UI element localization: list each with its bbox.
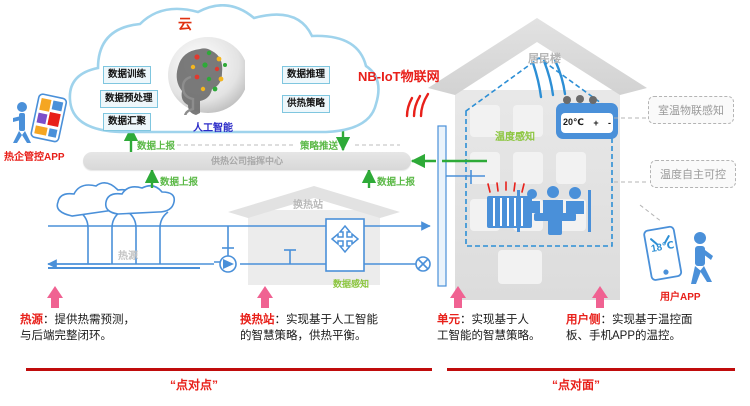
bottom-callout-heat-source: 热源：提供热需预测， 与后端完整闭环。	[20, 312, 135, 344]
callout-temp-self-control: 温度自主可控	[650, 160, 736, 188]
heat-exchanger-icon	[325, 218, 365, 272]
left-app-illustration	[13, 93, 68, 143]
cloud-title: 云	[178, 16, 193, 32]
radiator-icon	[487, 181, 532, 228]
callout-line-1: 单元：实现基于人	[437, 312, 541, 328]
callout-line-1: 换热站：实现基于人工智能	[240, 312, 378, 328]
callout-sep: ：	[43, 314, 55, 326]
thermostat-value: 20℃	[563, 117, 584, 127]
callout-line-2: 板、手机APP的温控。	[566, 330, 682, 342]
thermostat-panel-icon	[556, 95, 618, 139]
node-data-preprocessing[interactable]: 数据预处理	[100, 90, 158, 108]
callout-line-1: 用户侧：实现基于温控面	[566, 312, 693, 328]
people-icon	[517, 186, 591, 235]
callout-leader-lines	[614, 117, 663, 223]
bottom-callout-unit: 单元：实现基于人 工智能的智慧策略。	[437, 312, 541, 344]
callout-sep: ：	[600, 314, 613, 326]
residential-building-label: 居民楼	[528, 53, 561, 65]
heat-station-label: 换热站	[293, 200, 323, 211]
wireless-waves-icon	[531, 58, 567, 99]
callout-line-1: 热源：提供热需预测，	[20, 312, 135, 328]
command-center-bar[interactable]: 供热公司指挥中心	[83, 152, 411, 170]
flow-label-temperature-sense: 温度感知	[495, 132, 535, 143]
callout-text: 实现基于人工智能	[286, 314, 378, 326]
flow-label-policy-push: 策略推送	[300, 141, 339, 152]
bottom-callout-user-side: 用户侧：实现基于温控面 板、手机APP的温控。	[566, 312, 693, 344]
callout-pointer-arrows	[47, 286, 608, 308]
node-data-aggregation[interactable]: 数据汇聚	[103, 113, 152, 131]
nbiot-label: NB-IoT物联网	[358, 69, 440, 84]
callout-sep: ：	[460, 314, 472, 326]
callout-title: 用户侧	[566, 314, 601, 326]
node-data-training[interactable]: 数据训练	[103, 66, 152, 84]
callout-line-2: 工智能的智慧策略。	[437, 330, 541, 342]
callout-sep: ：	[274, 314, 287, 326]
callout-title: 热源	[20, 314, 43, 326]
node-data-inference[interactable]: 数据推理	[282, 66, 331, 84]
thermostat-readout[interactable]: 20℃ + -	[563, 117, 611, 128]
callout-indoor-temp-sensing: 室温物联感知	[648, 96, 734, 124]
heat-source-label: 热源	[118, 251, 138, 262]
flow-label-data-sense: 数据感知	[333, 279, 370, 289]
summary-rule-point-to-area	[447, 368, 735, 371]
thermostat-plus-button[interactable]: +	[593, 117, 599, 128]
summary-label-point-to-point: “点对点”	[170, 378, 219, 392]
callout-text: 实现基于人	[471, 314, 530, 326]
callout-line-2: 与后端完整闭环。	[20, 330, 112, 342]
left-app-label: 热企管控APP	[4, 152, 65, 163]
thermostat-minus-button[interactable]: -	[608, 117, 611, 128]
callout-line-2: 的智慧策略，供热平衡。	[240, 330, 367, 342]
callout-title: 换热站	[240, 314, 275, 326]
callout-text: 提供热需预测，	[54, 314, 136, 326]
callout-text: 实现基于温控面	[612, 314, 693, 326]
callout-title: 单元	[437, 314, 460, 326]
command-center-label: 供热公司指挥中心	[210, 156, 283, 166]
node-heating-policy[interactable]: 供热策略	[282, 95, 331, 113]
summary-rule-point-to-point	[26, 368, 432, 371]
pipe-network	[47, 125, 485, 287]
right-app-label: 用户APP	[660, 292, 701, 303]
nbiot-signal-icon	[405, 92, 430, 118]
summary-label-point-to-area: “点对面”	[552, 378, 601, 392]
flow-label-data-report-2: 数据上报	[160, 177, 199, 188]
bottom-callout-heat-station: 换热站：实现基于人工智能 的智慧策略，供热平衡。	[240, 312, 378, 344]
flow-label-data-report-1: 数据上报	[137, 141, 176, 152]
flow-label-data-report-3: 数据上报	[377, 177, 416, 188]
ai-label: 人工智能	[193, 123, 233, 134]
right-app-illustration	[643, 225, 713, 284]
ai-brain-icon	[168, 37, 245, 115]
